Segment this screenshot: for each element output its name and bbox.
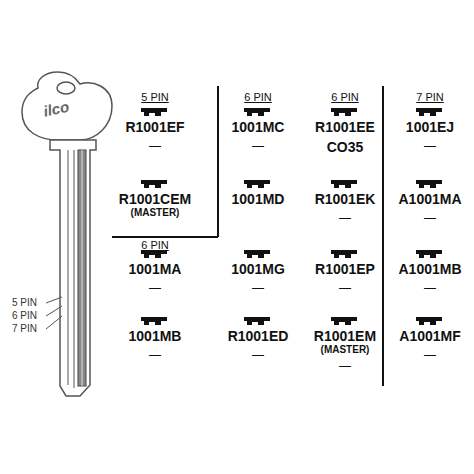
pin-label: 6 PIN [12,311,37,321]
key-code: R1001EM [314,329,376,343]
key-code: R1001EK [315,192,376,206]
dash-mark: — [339,360,351,372]
dash-mark: — [424,349,436,361]
key-code: 1001MG [231,262,285,276]
column-header: 6 PIN [141,240,169,251]
key-code: R1001EP [315,262,375,276]
key-code: R1001ED [228,329,289,343]
key-code: R1001EE [315,120,375,134]
key-code: 1001MB [129,329,182,343]
dash-mark: — [424,212,436,224]
key-code: R1001EF [125,120,184,134]
key-code: A1001MF [399,329,460,343]
key-code: 1001MD [232,192,285,206]
column-header: 7 PIN [416,92,444,103]
pin-label: 7 PIN [12,324,37,334]
cross-reference: CO35 [327,140,364,154]
dash-mark: — [252,140,264,152]
key-code: R1001CEM [119,192,191,206]
key-code: 1001MA [129,262,182,276]
dash-mark: — [424,282,436,294]
key-code: 1001EJ [406,120,454,134]
column-header: 6 PIN [244,92,272,103]
dash-mark: — [149,140,161,152]
key-code: A1001MB [398,262,461,276]
column-header: 5 PIN [141,92,169,103]
master-note: (MASTER) [131,208,180,218]
dash-mark: — [339,282,351,294]
dash-mark: — [149,349,161,361]
dash-mark: — [339,212,351,224]
dash-mark: — [149,282,161,294]
key-code: 1001MC [232,120,285,134]
key-code: A1001MA [398,192,461,206]
dash-mark: — [424,140,436,152]
master-note: (MASTER) [321,345,370,355]
dash-mark: — [252,282,264,294]
column-header: 6 PIN [331,92,359,103]
pin-label: 5 PIN [12,298,37,308]
dash-mark: — [252,349,264,361]
